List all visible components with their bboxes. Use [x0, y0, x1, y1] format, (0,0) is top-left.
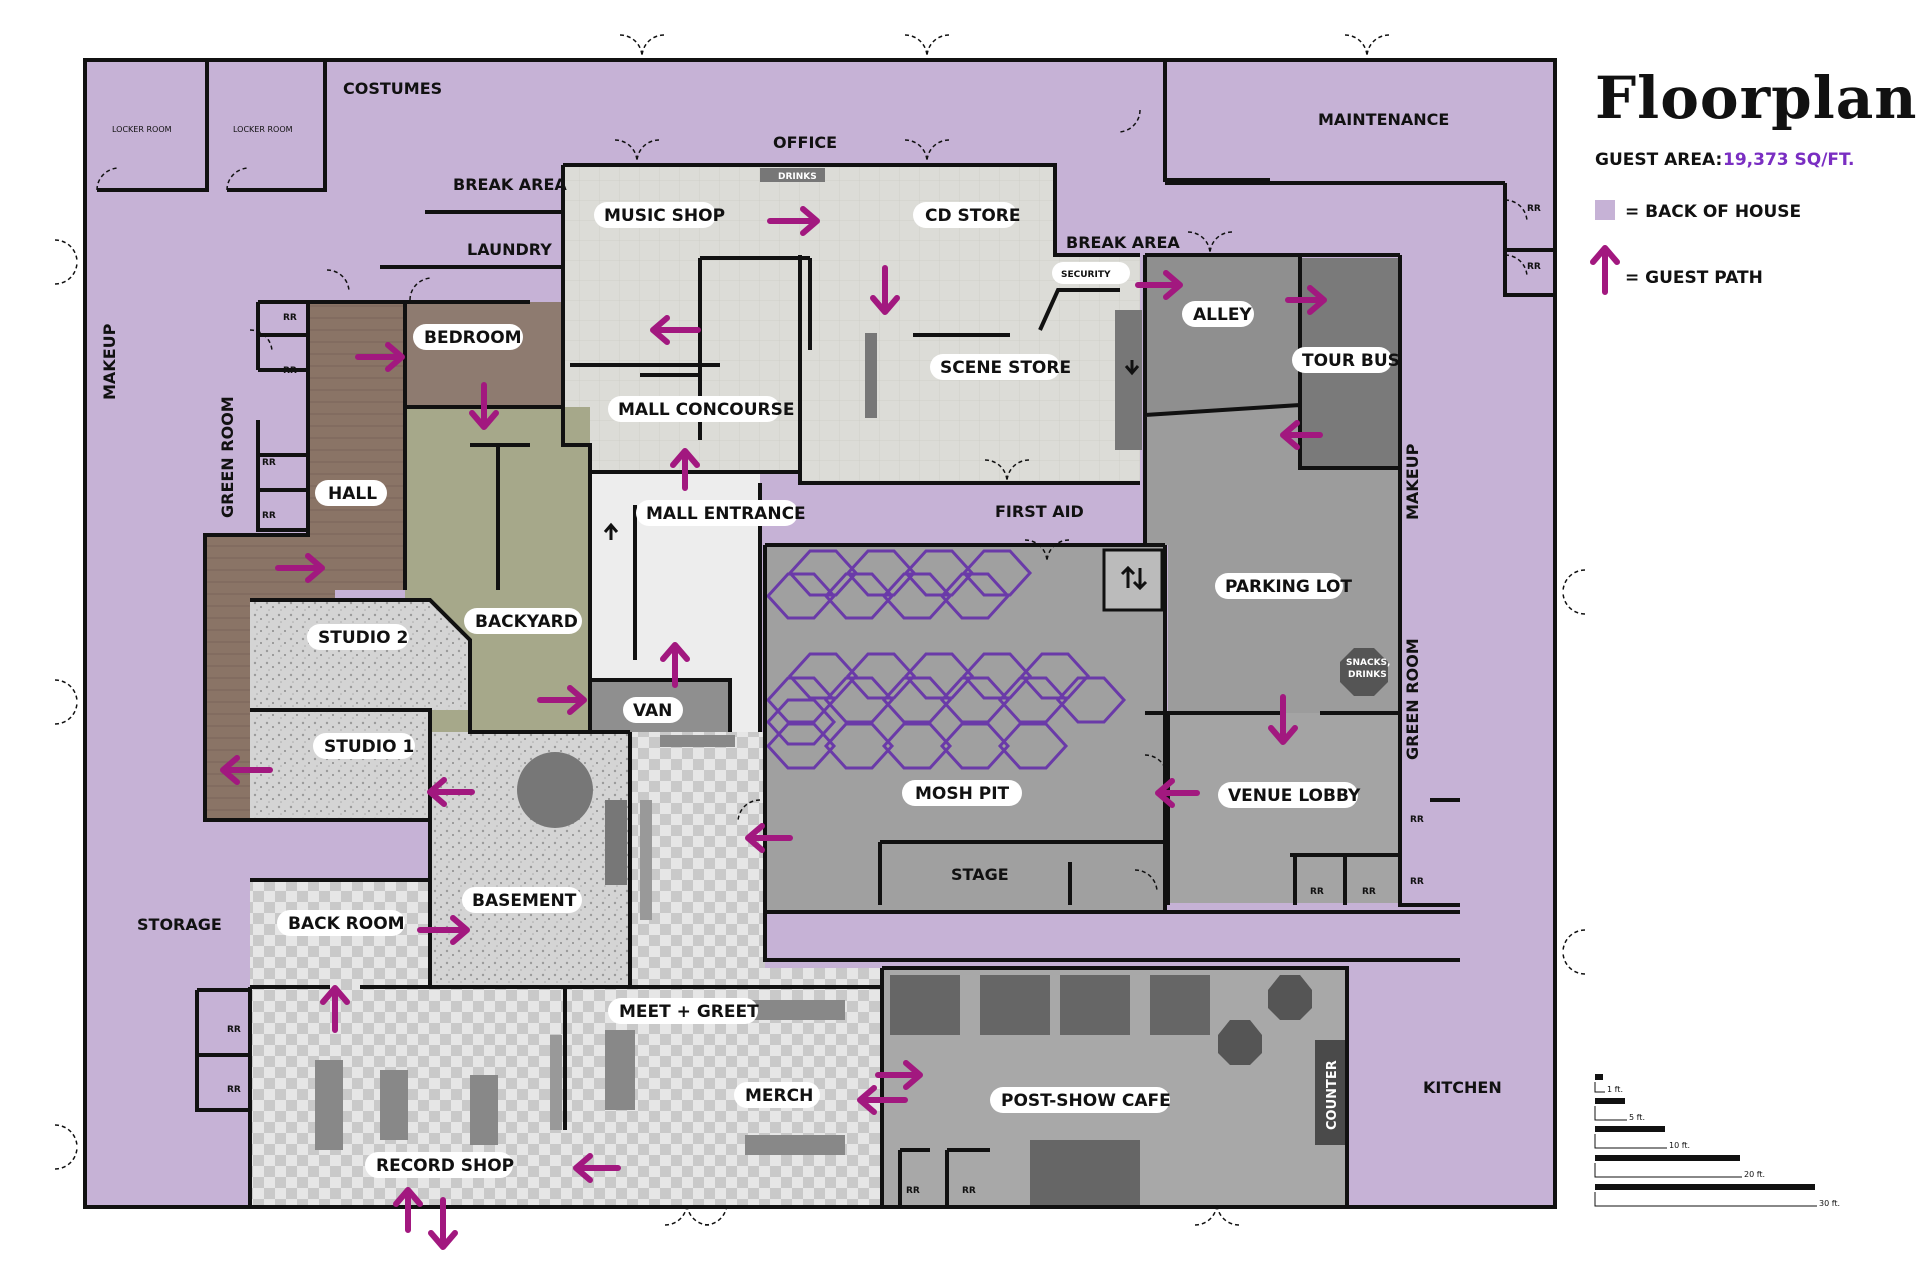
drinks-snack-label: DRINKS: [1348, 670, 1387, 680]
break-area-right-label: BREAK AREA: [1066, 233, 1180, 252]
rr-label: RR: [962, 1186, 976, 1196]
guest-area-label: GUEST AREA:: [1595, 150, 1722, 170]
studio-2-label: STUDIO 2: [318, 628, 408, 648]
guest-path-legend: = GUEST PATH: [1625, 268, 1763, 288]
guest-area-value: 19,373 SQ/FT.: [1723, 150, 1855, 170]
rr-label: RR: [283, 366, 297, 376]
makeup-right-label: MAKEUP: [1403, 443, 1422, 520]
venue-lobby-label: VENUE LOBBY: [1228, 786, 1361, 806]
merch-label: MERCH: [745, 1086, 813, 1106]
break-area-left-label: BREAK AREA: [453, 175, 567, 194]
mosh-pit-label: MOSH PIT: [915, 784, 1010, 804]
rr-label: RR: [227, 1025, 241, 1035]
mall-concourse-label: MALL CONCOURSE: [618, 400, 795, 420]
back-of-house-legend: = BACK OF HOUSE: [1625, 202, 1801, 222]
meet-greet-label: MEET + GREET: [619, 1002, 759, 1022]
scale-10ft: 10 ft.: [1669, 1141, 1690, 1150]
guest-path-legend-arrow: [1590, 245, 1620, 295]
room-labels: COSTUMES LOCKER ROOM LOCKER ROOM OFFICE …: [100, 79, 1502, 1178]
office-label: OFFICE: [773, 133, 837, 152]
scale-5ft: 5 ft.: [1629, 1113, 1645, 1122]
scale-20ft: 20 ft.: [1744, 1170, 1765, 1179]
back-room-label: BACK ROOM: [288, 914, 405, 934]
furniture: [315, 168, 1388, 1207]
rr-label: RR: [1527, 204, 1541, 214]
legend-title: Floorplan: [1595, 64, 1917, 132]
rr-label: RR: [1310, 887, 1324, 897]
rr-label: RR: [262, 458, 276, 468]
rr-label: RR: [906, 1186, 920, 1196]
hex-cluster-large: [765, 652, 1127, 770]
hall-label: HALL: [328, 484, 377, 504]
drinks-label: DRINKS: [778, 172, 817, 182]
green-room-right-label: GREEN ROOM: [1403, 638, 1422, 760]
locker-room-1-label: LOCKER ROOM: [112, 125, 172, 134]
security-label: SECURITY: [1061, 270, 1111, 280]
rr-label: RR: [1527, 262, 1541, 272]
studio-1-label: STUDIO 1: [324, 737, 414, 757]
arrow-1: [767, 206, 820, 236]
rr-label: RR: [227, 1085, 241, 1095]
rr-label: RR: [1410, 877, 1424, 887]
laundry-label: LAUNDRY: [467, 240, 552, 259]
parking-lot-label: PARKING LOT: [1225, 577, 1352, 597]
record-shop-label: RECORD SHOP: [376, 1156, 514, 1176]
music-shop-label: MUSIC SHOP: [604, 206, 725, 226]
scale-1ft: 1 ft.: [1607, 1085, 1623, 1094]
scene-store-label: SCENE STORE: [940, 358, 1071, 378]
van-label: VAN: [633, 701, 672, 721]
snacks-label: SNACKS,: [1346, 658, 1390, 668]
mosh-pit-hexagons: [765, 549, 1127, 770]
makeup-left-label: MAKEUP: [100, 323, 119, 400]
restroom-labels: RR RR RR RR RR RR RR RR RR RR RR RR RR R…: [227, 204, 1541, 1196]
green-room-left-label: GREEN ROOM: [218, 396, 237, 518]
maintenance-label: MAINTENANCE: [1318, 110, 1449, 129]
scale-30ft: 30 ft.: [1819, 1199, 1840, 1208]
doors: [54, 34, 1586, 1226]
legend: Floorplan GUEST AREA: 19,373 SQ/FT. = BA…: [1590, 64, 1917, 295]
kitchen-label: KITCHEN: [1423, 1078, 1502, 1097]
costumes-label: COSTUMES: [343, 79, 442, 98]
rr-label: RR: [283, 313, 297, 323]
first-aid-label: FIRST AID: [995, 502, 1084, 521]
stage-label: STAGE: [951, 865, 1009, 884]
storage-label: STORAGE: [137, 915, 222, 934]
alley-label: ALLEY: [1193, 305, 1252, 325]
rr-label: RR: [1410, 815, 1424, 825]
guest-path-arrows: [220, 206, 1327, 1250]
walls: [83, 58, 1557, 1209]
tour-bus-label: TOUR BUS: [1302, 351, 1400, 371]
locker-room-2-label: LOCKER ROOM: [233, 125, 293, 134]
counter-label: COUNTER: [1325, 1060, 1340, 1130]
backyard-label: BACKYARD: [475, 612, 578, 632]
cd-store-label: CD STORE: [925, 206, 1021, 226]
scale-bar: 1 ft. 5 ft. 10 ft. 20 ft. 30 ft.: [1594, 1074, 1840, 1208]
post-show-cafe-label: POST-SHOW CAFE: [1001, 1091, 1171, 1111]
basement-label: BASEMENT: [472, 891, 577, 911]
rr-label: RR: [1362, 887, 1376, 897]
rr-label: RR: [262, 511, 276, 521]
back-of-house-swatch: [1595, 200, 1615, 220]
mall-entrance-label: MALL ENTRANCE: [646, 504, 806, 524]
bedroom-label: BEDROOM: [424, 328, 522, 348]
